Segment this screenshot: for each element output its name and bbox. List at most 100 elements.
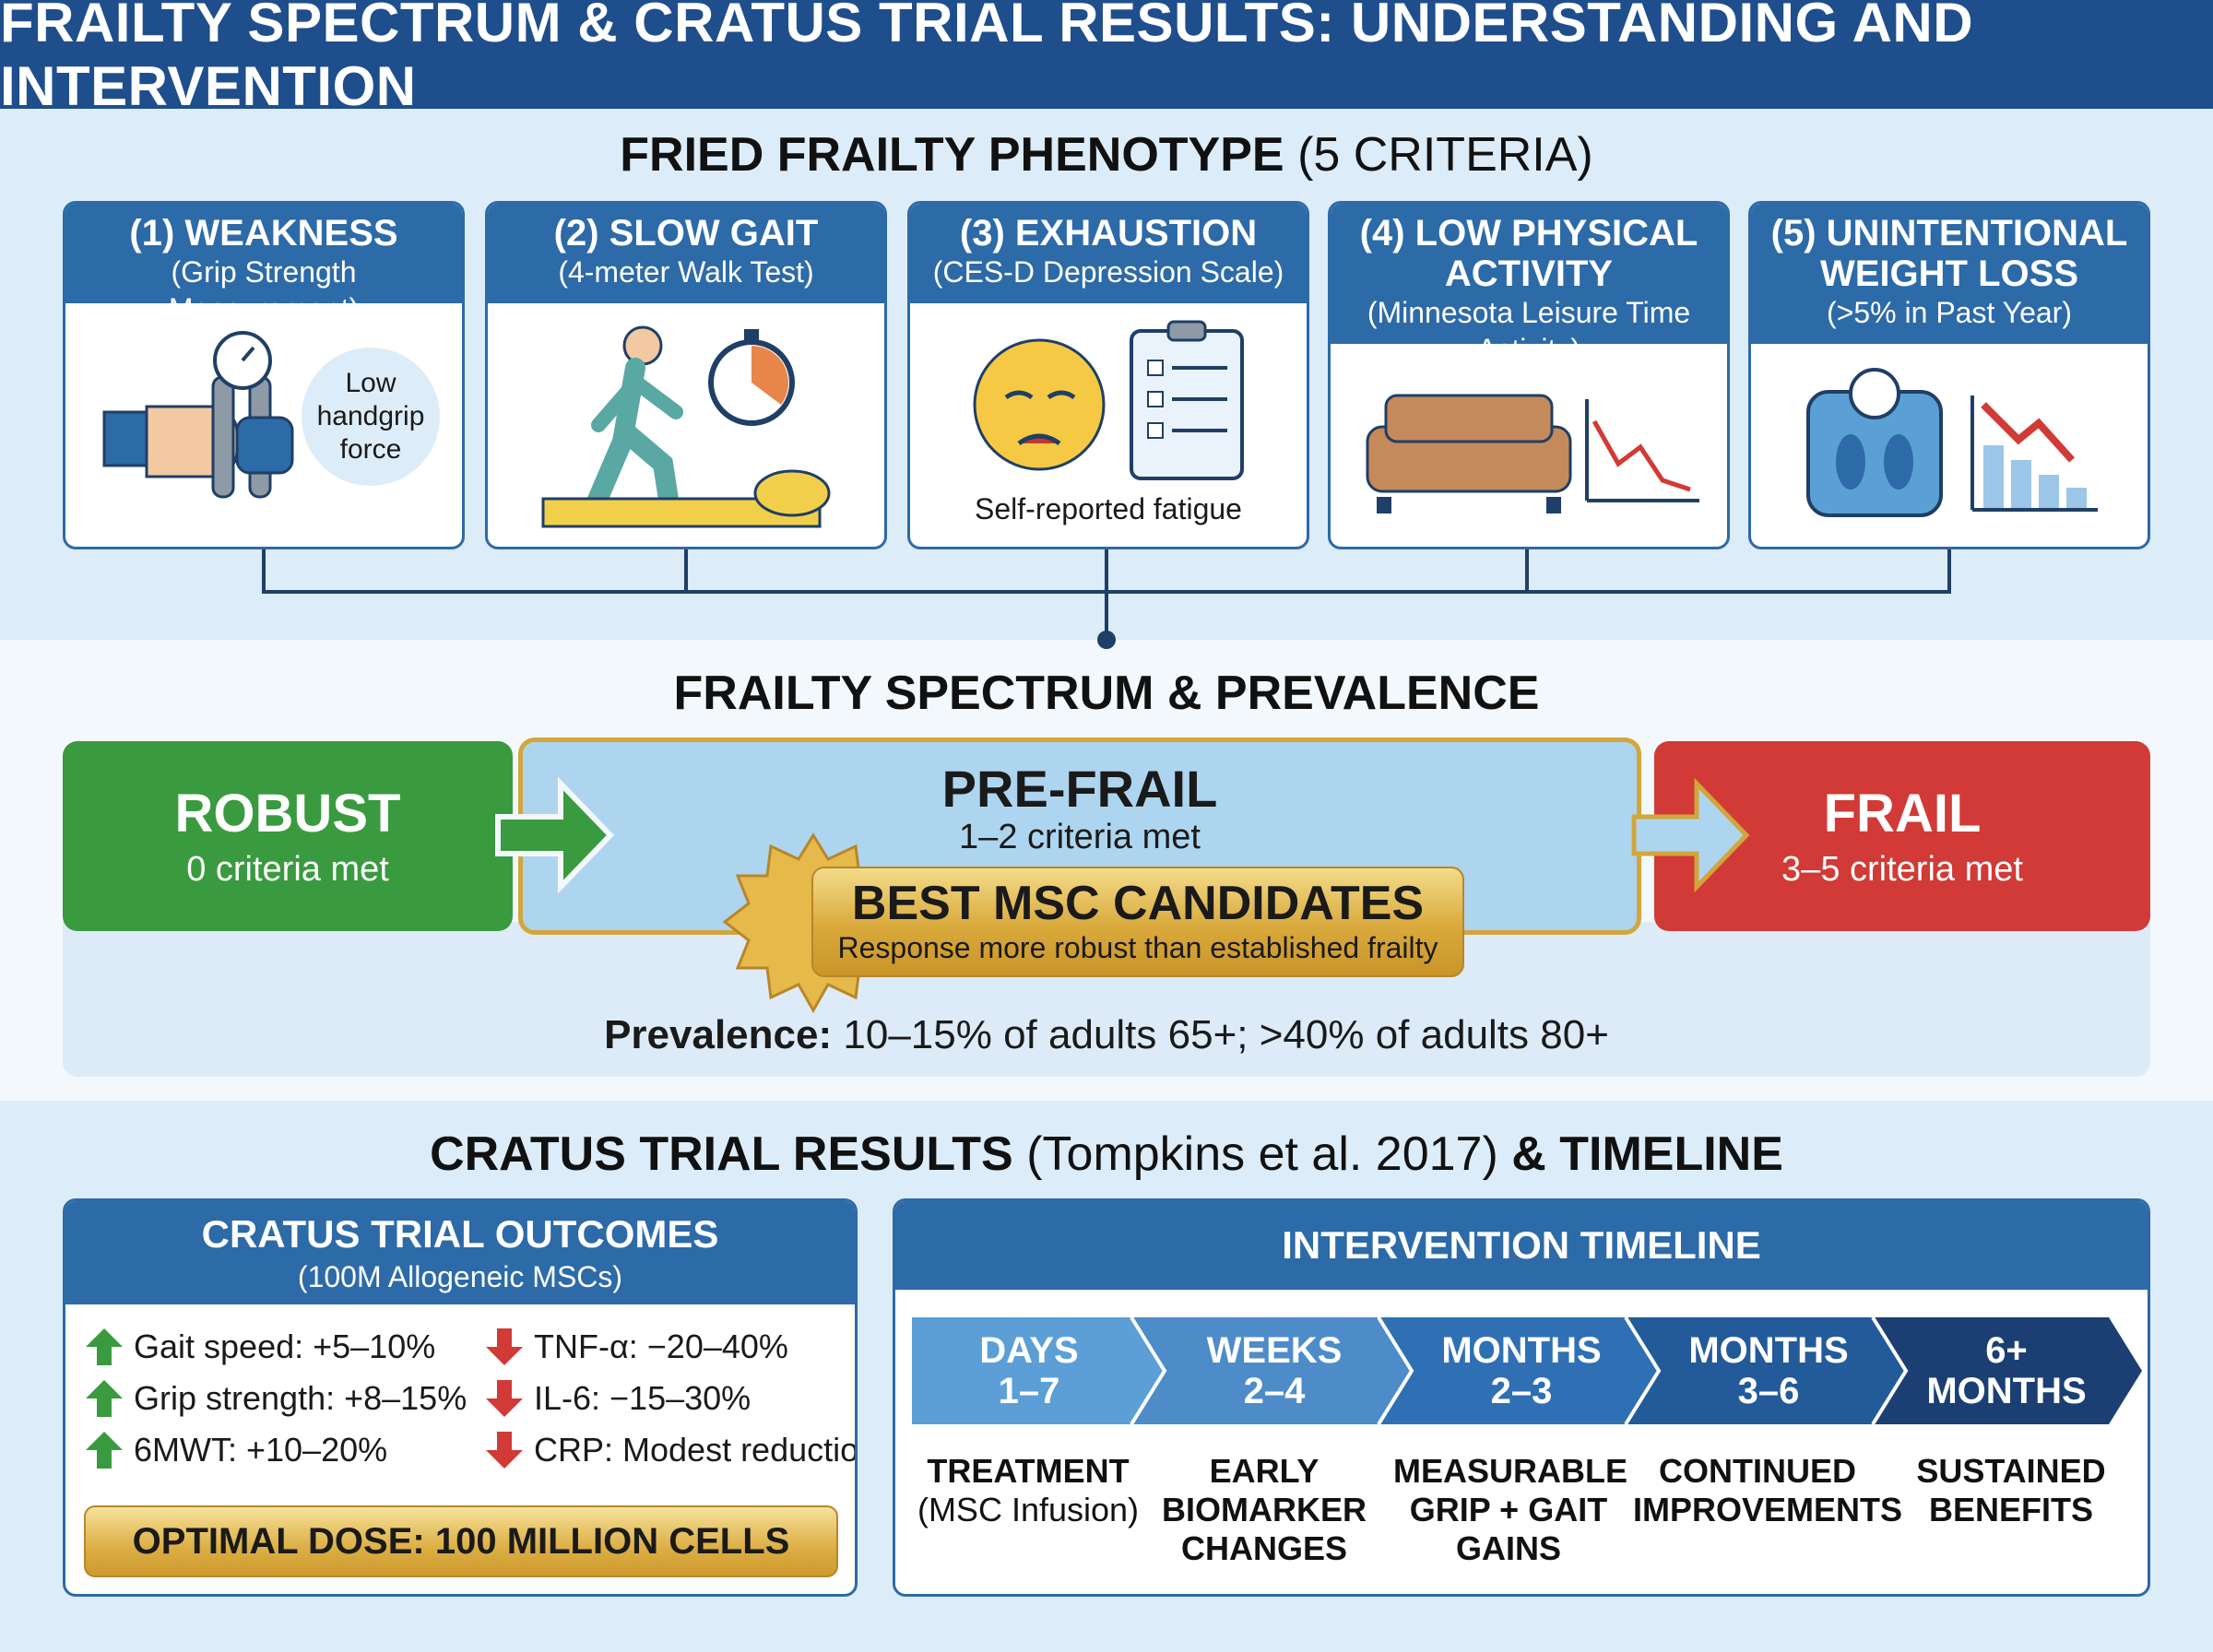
walking-person-stopwatch-icon [541, 325, 831, 528]
timeline-title: INTERVENTION TIMELINE [895, 1201, 2148, 1290]
prevalence-label: Prevalence: [604, 1012, 833, 1057]
timeline-chevrons [912, 1316, 2142, 1426]
outcomes-header: CRATUS TRIAL OUTCOMES (100M Allogeneic M… [65, 1201, 855, 1304]
stage-chevron [1131, 1317, 1412, 1424]
decrease-list: TNF-α: −20–40% IL-6: −15–30% CRP: Modest… [482, 1321, 858, 1476]
up-arrow-icon [86, 1432, 123, 1469]
outcomes-subtitle: (100M Allogeneic MSCs) [297, 1260, 623, 1293]
stage-description-bold: EARLY BIOMARKER CHANGES [1162, 1452, 1367, 1567]
stage-chevron [1379, 1317, 1659, 1424]
stage-period-line: 1–7 [998, 1371, 1060, 1411]
stage-chevron [1626, 1317, 1906, 1424]
stage-period: DAYS 1–7 [914, 1330, 1144, 1411]
outcome-text: 6MWT: +10–20% [134, 1431, 388, 1469]
outcomes-card: CRATUS TRIAL OUTCOMES (100M Allogeneic M… [63, 1198, 858, 1597]
list-item: 6MWT: +10–20% [82, 1424, 467, 1476]
criterion-title: (3) EXHAUSTION [959, 213, 1258, 254]
criterion-title: (5) UNINTENTIONAL WEIGHT LOSS [1770, 213, 2128, 294]
criterion-body: Low handgrip force [65, 303, 462, 547]
outcome-text: Grip strength: +8–15% [134, 1379, 467, 1417]
stage-period-line: DAYS [979, 1330, 1079, 1371]
down-arrow-icon [486, 1380, 523, 1417]
prevalence-line: Prevalence: 10–15% of adults 65+; >40% o… [0, 1012, 2213, 1058]
stage-description: SUSTAINED BENEFITS [1891, 1452, 2131, 1529]
stage-period-line: 2–4 [1243, 1371, 1306, 1411]
best-candidates-title: BEST MSC CANDIDATES [851, 877, 1425, 930]
outcome-text: Gait speed: +5–10% [134, 1328, 436, 1365]
outcome-text: CRP: Modest reduction [534, 1431, 858, 1469]
outcome-text: IL-6: −15–30% [534, 1379, 751, 1417]
criterion-header: (3) EXHAUSTION (CES-D Depression Scale) [910, 204, 1307, 303]
stage-period-line: MONTHS [1441, 1330, 1602, 1371]
criterion-title: (2) SLOW GAIT [553, 213, 819, 254]
stage-period-line: 3–6 [1737, 1371, 1800, 1411]
stage-period-line: WEEKS [1206, 1330, 1343, 1371]
down-arrow-icon [486, 1328, 523, 1365]
criterion-card-exhaustion: (3) EXHAUSTION (CES-D Depression Scale) … [907, 201, 1309, 549]
low-handgrip-note: Low handgrip force [302, 348, 440, 486]
header-banner: FRAILTY SPECTRUM & CRATUS TRIAL RESULTS:… [0, 0, 2213, 117]
criterion-card-slow-gait: (2) SLOW GAIT (4-meter Walk Test) [485, 201, 887, 549]
stage-description-bold: SUSTAINED BENEFITS [1916, 1452, 2106, 1528]
best-candidates-note: Response more robust than established fr… [837, 931, 1438, 964]
stage-chevron [1873, 1317, 2142, 1424]
stage-description-rest: (MSC Infusion) [917, 1491, 1140, 1528]
fatigue-caption: Self-reported fatigue [975, 492, 1242, 525]
stage-description-bold: MEASURABLE GRIP + GAIT GAINS [1393, 1452, 1628, 1567]
list-item: CRP: Modest reduction [482, 1424, 858, 1476]
increase-list: Gait speed: +5–10% Grip strength: +8–15%… [82, 1321, 467, 1476]
tired-face-clipboard-icon [973, 320, 1244, 480]
hand-dynamometer-icon [102, 331, 294, 499]
prefrail-label: PRE-FRAIL [941, 760, 1218, 818]
stage-period-line: 2–3 [1490, 1371, 1553, 1411]
prefrail-criteria: 1–2 criteria met [959, 818, 1201, 856]
stage-period-line: MONTHS [1926, 1371, 2087, 1411]
criterion-body [1331, 344, 1727, 547]
criterion-body: Self-reported fatigue [910, 303, 1307, 547]
stage-chevron [912, 1317, 1165, 1424]
criteria-connector [262, 549, 1951, 649]
stage-period: 6+ MONTHS [1891, 1330, 2122, 1411]
stage-description: TREATMENT (MSC Infusion) [908, 1452, 1148, 1529]
best-candidates-banner: BEST MSC CANDIDATES Response more robust… [811, 867, 1464, 977]
criterion-subtitle: (Minnesota Leisure Time Activity) [1367, 296, 1691, 366]
stage-description: CONTINUED IMPROVEMENTS [1633, 1452, 1903, 1529]
cratus-title-bold: CRATUS TRIAL RESULTS [430, 1127, 1013, 1181]
outcomes-title: CRATUS TRIAL OUTCOMES [201, 1212, 719, 1256]
phenotype-title-rest: (5 CRITERIA) [1297, 128, 1593, 182]
list-item: Grip strength: +8–15% [82, 1373, 467, 1424]
criterion-header: (4) LOW PHYSICAL ACTIVITY (Minnesota Lei… [1331, 204, 1727, 366]
list-item: TNF-α: −20–40% [482, 1321, 855, 1373]
outcome-text: TNF-α: −20–40% [534, 1328, 788, 1365]
criterion-subtitle: (4-meter Walk Test) [558, 255, 814, 289]
stage-description-bold: TREATMENT [927, 1452, 1130, 1490]
stage-period-line: MONTHS [1688, 1330, 1849, 1371]
criterion-header: (5) UNINTENTIONAL WEIGHT LOSS (>5% in Pa… [1751, 204, 2148, 344]
robust-to-prefrail-arrow [495, 776, 615, 894]
robust-box: ROBUST 0 criteria met [63, 741, 513, 931]
criterion-body [1751, 344, 2148, 547]
cratus-title-tail: & TIMELINE [1511, 1127, 1783, 1181]
stage-period: WEEKS 2–4 [1159, 1330, 1390, 1411]
criterion-subtitle: (Grip Strength Measurement) [168, 255, 360, 325]
stage-description-bold: CONTINUED IMPROVEMENTS [1633, 1452, 1903, 1528]
phenotype-title: FRIED FRAILTY PHENOTYPE (5 CRITERIA) [0, 127, 2213, 183]
timeline-card: INTERVENTION TIMELINE DAYS 1–7 WEEKS 2–4… [893, 1198, 2150, 1597]
list-item: Gait speed: +5–10% [82, 1321, 467, 1373]
criterion-subtitle: (>5% in Past Year) [1827, 296, 2072, 329]
criterion-subtitle: (CES-D Depression Scale) [932, 255, 1284, 289]
prevalence-text: 10–15% of adults 65+; >40% of adults 80+ [843, 1012, 1609, 1057]
stage-description: EARLY BIOMARKER CHANGES [1154, 1452, 1375, 1568]
criterion-title: (1) WEAKNESS [129, 213, 398, 254]
criterion-card-weakness: (1) WEAKNESS (Grip Strength Measurement)… [63, 201, 465, 549]
criterion-header: (2) SLOW GAIT (4-meter Walk Test) [488, 204, 884, 303]
robust-criteria: 0 criteria met [186, 850, 389, 889]
list-item: IL-6: −15–30% [482, 1373, 855, 1424]
criterion-body [488, 303, 884, 547]
phenotype-title-bold: FRIED FRAILTY PHENOTYPE [620, 128, 1284, 182]
spectrum-title: FRAILTY SPECTRUM & PREVALENCE [673, 667, 1540, 720]
cratus-title-citation: (Tompkins et al. 2017) [1026, 1127, 1498, 1181]
stage-description: MEASURABLE GRIP + GAIT GAINS [1393, 1452, 1628, 1568]
optimal-dose-banner: OPTIMAL DOSE: 100 MILLION CELLS [84, 1505, 838, 1577]
stage-period-line: 6+ [1985, 1330, 2028, 1371]
